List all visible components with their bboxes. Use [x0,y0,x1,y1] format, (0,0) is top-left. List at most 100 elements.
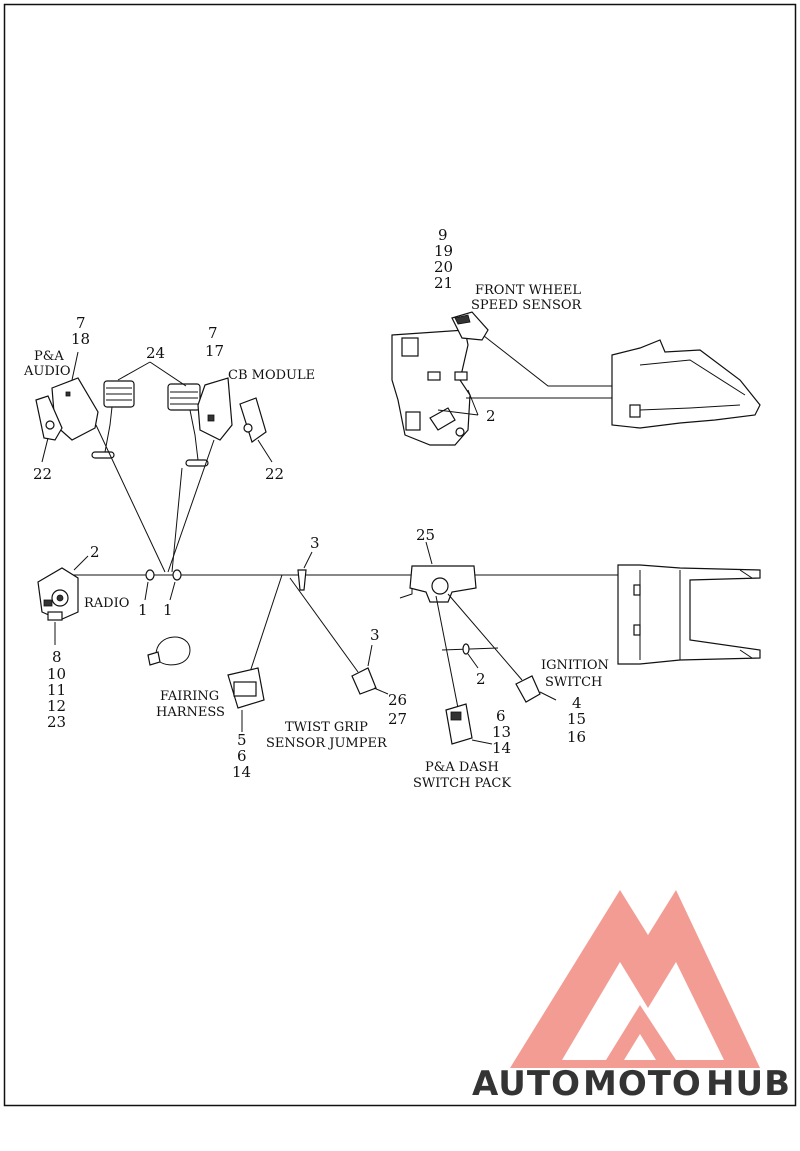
fork-lower [611,339,761,429]
svg-text:4: 4 [572,694,582,712]
label-ignition-switch: IGNITION SWITCH [541,658,609,690]
harness-branch-a [95,424,166,573]
svg-text:P&A DASH: P&A DASH [425,760,499,775]
svg-text:11: 11 [47,681,66,699]
leader-ignition [539,691,557,701]
svg-text:7: 7 [76,314,86,332]
dash-branch [435,595,459,709]
connector-24-right [167,383,209,467]
harness-branch-c [171,467,183,573]
leader-25 [425,541,433,565]
logo-text-hub: HUB [706,1064,791,1104]
radio [37,567,79,621]
logo-inner-mark [606,1005,676,1060]
leader-26 [373,687,389,695]
svg-text:HARNESS: HARNESS [156,705,225,720]
svg-text:IGNITION: IGNITION [541,658,609,673]
callout-25: 25 [416,526,435,544]
svg-text:SWITCH: SWITCH [545,675,602,690]
svg-text:27: 27 [388,710,407,728]
callout-radio-2: 2 [90,543,100,561]
svg-text:14: 14 [232,763,251,781]
svg-text:18: 18 [71,330,90,348]
callout-pa-audio: 7 18 [71,314,90,348]
label-radio: RADIO [84,596,129,611]
svg-text:23: 23 [47,713,66,731]
fork-right [617,564,761,665]
svg-text:AUDIO: AUDIO [23,364,71,379]
callout-radio-parts: 8 10 11 12 23 [47,648,66,731]
callout-22-left: 22 [33,465,52,483]
fork-bracket [391,329,471,446]
automotohub-logo: AUTO MOTO HUB [472,890,791,1104]
callout-3-mid: 3 [370,626,380,644]
clip-1b [172,569,182,581]
callout-cb-module: 7 17 [205,324,224,360]
svg-text:6: 6 [496,707,506,725]
cb-module [197,377,233,441]
svg-text:16: 16 [567,728,586,746]
label-dash-switch-pack: P&A DASH SWITCH PACK [413,760,511,791]
leader-22-right [257,439,273,463]
callout-dash-2: 2 [476,670,486,688]
callout-fairing: 5 6 14 [232,731,251,781]
svg-text:12: 12 [47,697,66,715]
speed-sensor-clip [429,407,456,431]
callout-speed-clip: 2 [486,407,496,425]
pa-audio-bracket [35,395,63,441]
leader-2-speed [437,389,479,416]
harness-bracket-25 [399,565,477,603]
page-border [3,3,797,1107]
logo-text-auto: AUTO [472,1064,581,1104]
speed-sensor-connector [451,311,489,341]
callout-24: 24 [146,344,165,362]
svg-text:5: 5 [237,731,247,749]
svg-text:6: 6 [237,747,247,765]
clip-1a [145,569,155,581]
push-pin-3 [297,569,307,591]
logo-inner-cut [624,1034,656,1060]
svg-text:14: 14 [492,739,511,757]
svg-text:SPEED SENSOR: SPEED SENSOR [471,298,583,313]
label-pa-audio: P&A AUDIO [23,349,71,379]
fairing-connector [227,667,265,709]
svg-text:SENSOR JUMPER: SENSOR JUMPER [266,736,388,751]
speed-sensor-wire [483,335,612,387]
svg-text:9: 9 [438,226,448,244]
leader-24 [117,361,187,387]
harness-branch-b [167,439,215,573]
svg-text:19: 19 [434,242,453,260]
label-fairing-harness: FAIRING HARNESS [156,689,225,720]
svg-text:FAIRING: FAIRING [160,689,219,704]
twist-branch [289,577,359,673]
svg-text:FRONT WHEEL: FRONT WHEEL [475,283,581,298]
ignition-connector [515,675,541,703]
callout-3-top: 3 [310,534,320,552]
leader-dash-pack [471,739,493,745]
leader-radio-2 [73,555,89,571]
leader-dash-2 [467,653,479,669]
svg-text:7: 7 [208,324,218,342]
callout-1b: 1 [163,601,173,619]
leader-3-top [303,551,313,569]
connector-24-left [91,380,135,459]
callout-dash-pack: 6 13 14 [492,707,511,757]
callout-ignition: 4 15 16 [567,694,586,746]
svg-text:17: 17 [205,342,224,360]
svg-text:10: 10 [47,665,66,683]
svg-text:P&A: P&A [34,349,64,364]
svg-text:15: 15 [567,710,586,728]
logo-text-moto: MOTO [583,1064,702,1104]
svg-text:SWITCH PACK: SWITCH PACK [413,776,511,791]
ignition-branch [447,593,523,681]
cb-module-bracket [239,397,267,443]
leader-3-mid [367,644,373,667]
loop-clamp [147,636,191,666]
svg-text:21: 21 [434,274,453,292]
dash-switch-connector [445,703,473,745]
leader-pa-audio [71,351,79,381]
fairing-branch [249,574,283,673]
label-cb-module: CB MODULE [228,368,315,383]
svg-text:8: 8 [52,648,62,666]
